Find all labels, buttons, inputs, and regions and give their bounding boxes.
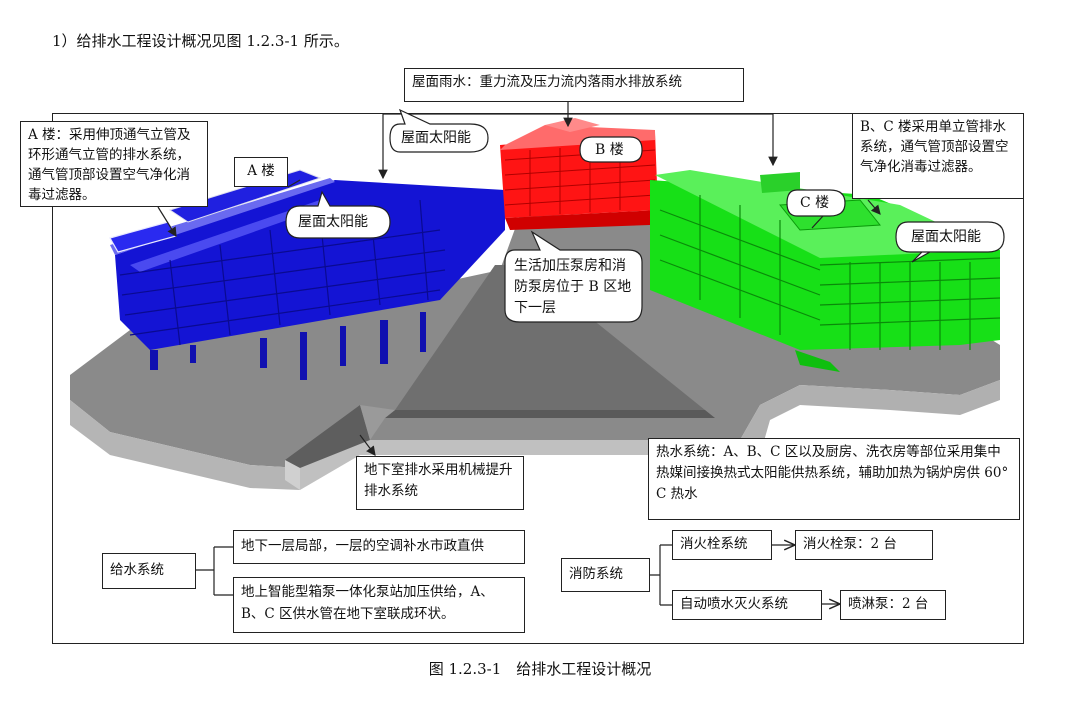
basement-platform bbox=[70, 215, 1000, 490]
building-b-label: B 楼 bbox=[595, 142, 624, 158]
sprinkler-system: 自动喷水灭火系统 bbox=[672, 590, 822, 620]
building-b bbox=[500, 118, 658, 230]
basement-drainage-callout: 地下室排水采用机械提升排水系统 bbox=[356, 456, 524, 510]
hot-water-callout: 热水系统：A、B、C 区以及厨房、洗衣房等部位采用集中热媒间接换热式太阳能供热系… bbox=[648, 438, 1020, 520]
water-supply-item-2: 地上智能型箱泵一体化泵站加压供给，A、B、C 区供水管在地下室联成环状。 bbox=[233, 577, 525, 633]
building-c-label: C 楼 bbox=[800, 195, 830, 211]
water-supply-item-1: 地下一层局部，一层的空调补水市政直供 bbox=[233, 530, 525, 564]
system-connectors bbox=[196, 545, 840, 605]
fire-hydrant-pump: 消火栓泵：2 台 bbox=[795, 530, 933, 560]
building-b-solar-label: 屋面太阳能 bbox=[401, 130, 471, 146]
building-a-drainage-callout: A 楼：采用伸顶通气立管及环形通气立管的排水系统，通气管顶部设置空气净化消毒过滤… bbox=[20, 121, 208, 207]
callout-bubbles bbox=[285, 108, 1005, 323]
fire-hydrant-system: 消火栓系统 bbox=[672, 530, 772, 560]
building-a-solar-label: 屋面太阳能 bbox=[298, 214, 368, 230]
bubble-b-label bbox=[579, 136, 643, 163]
figure-caption: 图 1.2.3-1 给排水工程设计概况 bbox=[428, 660, 652, 678]
building-c-solar-label: 屋面太阳能 bbox=[911, 229, 981, 245]
pump-room-label: 生活加压泵房和消防泵房位于 B 区地下一层 bbox=[514, 258, 632, 316]
roof-rain-callout: 屋面雨水：重力流及压力流内落雨水排放系统 bbox=[404, 68, 744, 102]
bubble-pump-room bbox=[504, 230, 643, 323]
building-a-label: A 楼 bbox=[234, 157, 288, 187]
sprinkler-pump: 喷淋泵：2 台 bbox=[840, 590, 946, 620]
bubble-a-solar bbox=[285, 190, 391, 239]
fire-system-title: 消防系统 bbox=[561, 558, 650, 592]
bubble-b-solar bbox=[389, 108, 489, 153]
bubble-c-label bbox=[786, 189, 846, 217]
water-supply-title: 给水系统 bbox=[102, 553, 196, 589]
building-bc-drainage-callout: B、C 楼采用单立管排水系统，通气管顶部设置空气净化消毒过滤器。 bbox=[852, 113, 1024, 199]
section-heading: 1）给排水工程设计概况见图 1.2.3-1 所示。 bbox=[52, 32, 349, 50]
connector-lines bbox=[157, 102, 881, 456]
bubble-c-solar bbox=[895, 221, 1005, 263]
